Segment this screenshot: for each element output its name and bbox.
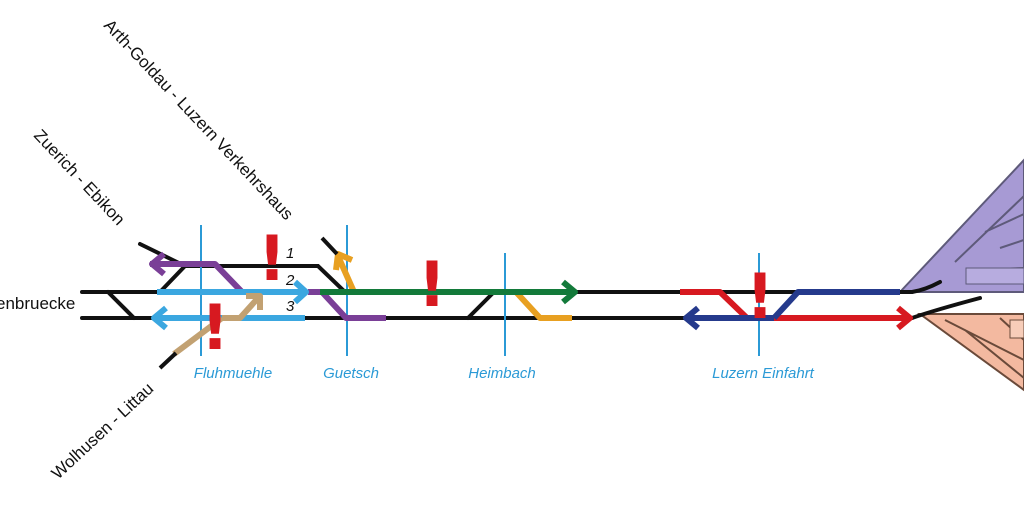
track-1-loop <box>158 264 347 294</box>
platform-lower-building <box>1009 319 1024 339</box>
line-label-wolhusen: Wolhusen - Littau <box>48 379 157 483</box>
station-label-guetsch: Guetsch <box>323 365 379 382</box>
platform-area-lower <box>916 313 1024 392</box>
wolhusen-leader <box>158 351 178 370</box>
arrow-navy <box>683 305 700 331</box>
warning-mark-track-1: ! <box>258 222 286 295</box>
platform-upper-building <box>965 267 1024 285</box>
routes <box>149 251 913 357</box>
station-label-fluhmuehle: Fluhmuehle <box>194 365 272 382</box>
arrow-red <box>896 305 913 331</box>
station-approach-lower <box>910 296 982 320</box>
track-number-3: 3 <box>286 298 295 315</box>
route-tan-crossing <box>222 295 261 321</box>
station-approach-upper <box>910 280 942 294</box>
route-navy-upper <box>771 289 900 321</box>
warning-mark-heimbach: ! <box>418 248 446 321</box>
platform-upper-shape <box>897 158 1024 293</box>
arrow-orange <box>333 251 354 271</box>
track-number-2: 2 <box>285 272 295 289</box>
arth-goldau-leader <box>320 236 339 256</box>
route-red-upper <box>680 289 750 321</box>
route-purple-lower <box>308 289 386 321</box>
platform-upper-hatching <box>954 195 1024 271</box>
platform-area-upper <box>897 158 1024 293</box>
arrow-green <box>561 279 578 305</box>
line-label-left-edge: enbruecke <box>0 294 75 313</box>
track-numbers: 1 2 3 <box>285 245 295 315</box>
line-label-arth-goldau: Arth-Goldau - Luzern Verkehrshaus <box>100 16 297 224</box>
crossover-heimbach <box>466 290 496 320</box>
line-label-zuerich: Zuerich - Ebikon <box>30 126 129 229</box>
route-purple-upper <box>150 261 245 295</box>
station-labels: Fluhmuehle Guetsch Heimbach Luzern Einfa… <box>194 365 815 382</box>
route-tan-wolhusen <box>172 315 224 357</box>
warnings: ! ! ! ! <box>201 222 774 364</box>
arrow-lightblue-left <box>151 305 168 331</box>
arrow-purple <box>149 251 166 277</box>
station-label-heimbach: Heimbach <box>468 365 536 382</box>
track-number-1: 1 <box>286 245 294 262</box>
arrow-tan <box>246 293 263 310</box>
warning-mark-luzern-einfahrt: ! <box>746 260 774 333</box>
arrow-lightblue-right <box>292 279 309 305</box>
warning-mark-fluhmuehle: ! <box>201 291 229 364</box>
platform-lower-shape <box>916 313 1024 392</box>
route-orange-heimbach <box>513 289 572 321</box>
crossover-left <box>106 290 136 320</box>
route-orange-guetsch <box>335 254 372 295</box>
station-label-luzern-einfahrt: Luzern Einfahrt <box>712 365 815 382</box>
